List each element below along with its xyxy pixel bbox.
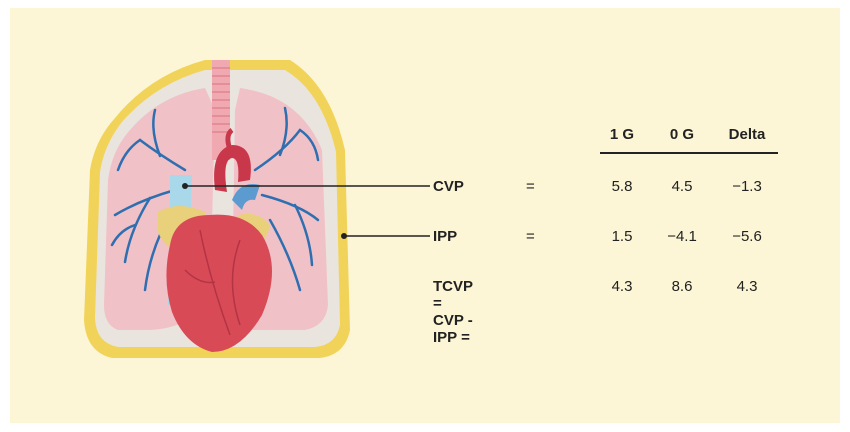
row-eq-ipp: = <box>526 228 535 245</box>
column-header-delta: Delta <box>717 126 777 143</box>
cvp-delta-value: −1.3 <box>717 178 777 195</box>
column-header-0g: 0 G <box>652 126 712 143</box>
cvp-1g-value: 5.8 <box>592 178 652 195</box>
column-header-1g: 1 G <box>592 126 652 143</box>
cvp-0g-value: 4.5 <box>652 178 712 195</box>
tcvp-delta-value: 4.3 <box>717 278 777 295</box>
row-eq-cvp: = <box>526 178 535 195</box>
row-label-tcvp: TCVP = CVP - IPP = <box>433 278 473 346</box>
tcvp-1g-value: 4.3 <box>592 278 652 295</box>
row-label-cvp: CVP <box>433 178 464 195</box>
cvp-pointer-dot <box>182 183 188 189</box>
ipp-0g-value: −4.1 <box>652 228 712 245</box>
tcvp-0g-value: 8.6 <box>652 278 712 295</box>
ipp-1g-value: 1.5 <box>592 228 652 245</box>
ipp-pointer-dot <box>341 233 347 239</box>
ipp-delta-value: −5.6 <box>717 228 777 245</box>
row-label-ipp: IPP <box>433 228 457 245</box>
header-rule <box>600 152 778 154</box>
